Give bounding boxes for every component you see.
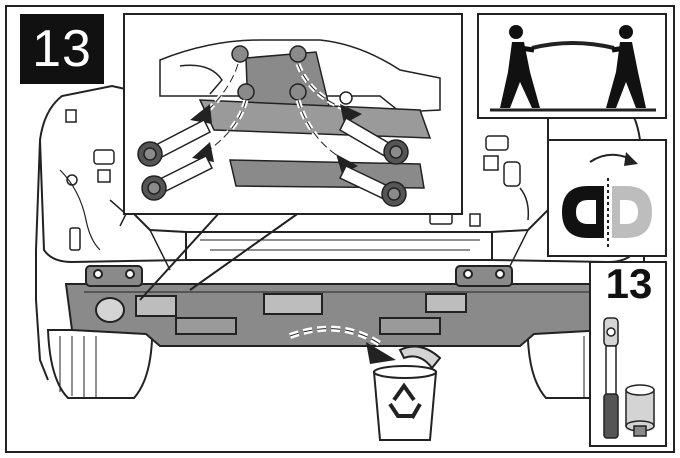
mount-hole-lower-right	[290, 84, 306, 100]
ratchet-wrench-icon	[604, 318, 618, 438]
step-number-badge: 13	[20, 14, 104, 84]
mount-hole-lower-left	[238, 84, 254, 100]
mount-hole-upper-right	[290, 46, 306, 62]
bolt-removal-detail-panel	[124, 14, 462, 214]
mount-hole-upper-left	[232, 46, 248, 62]
bumper-reinforcement-beam	[66, 266, 614, 346]
two-person-lift-icon	[478, 14, 666, 118]
rotate-symmetric-icon	[548, 140, 666, 256]
socket-icon	[626, 385, 654, 436]
left-rear-tire	[48, 330, 152, 398]
socket-size-label: 13	[598, 262, 660, 306]
